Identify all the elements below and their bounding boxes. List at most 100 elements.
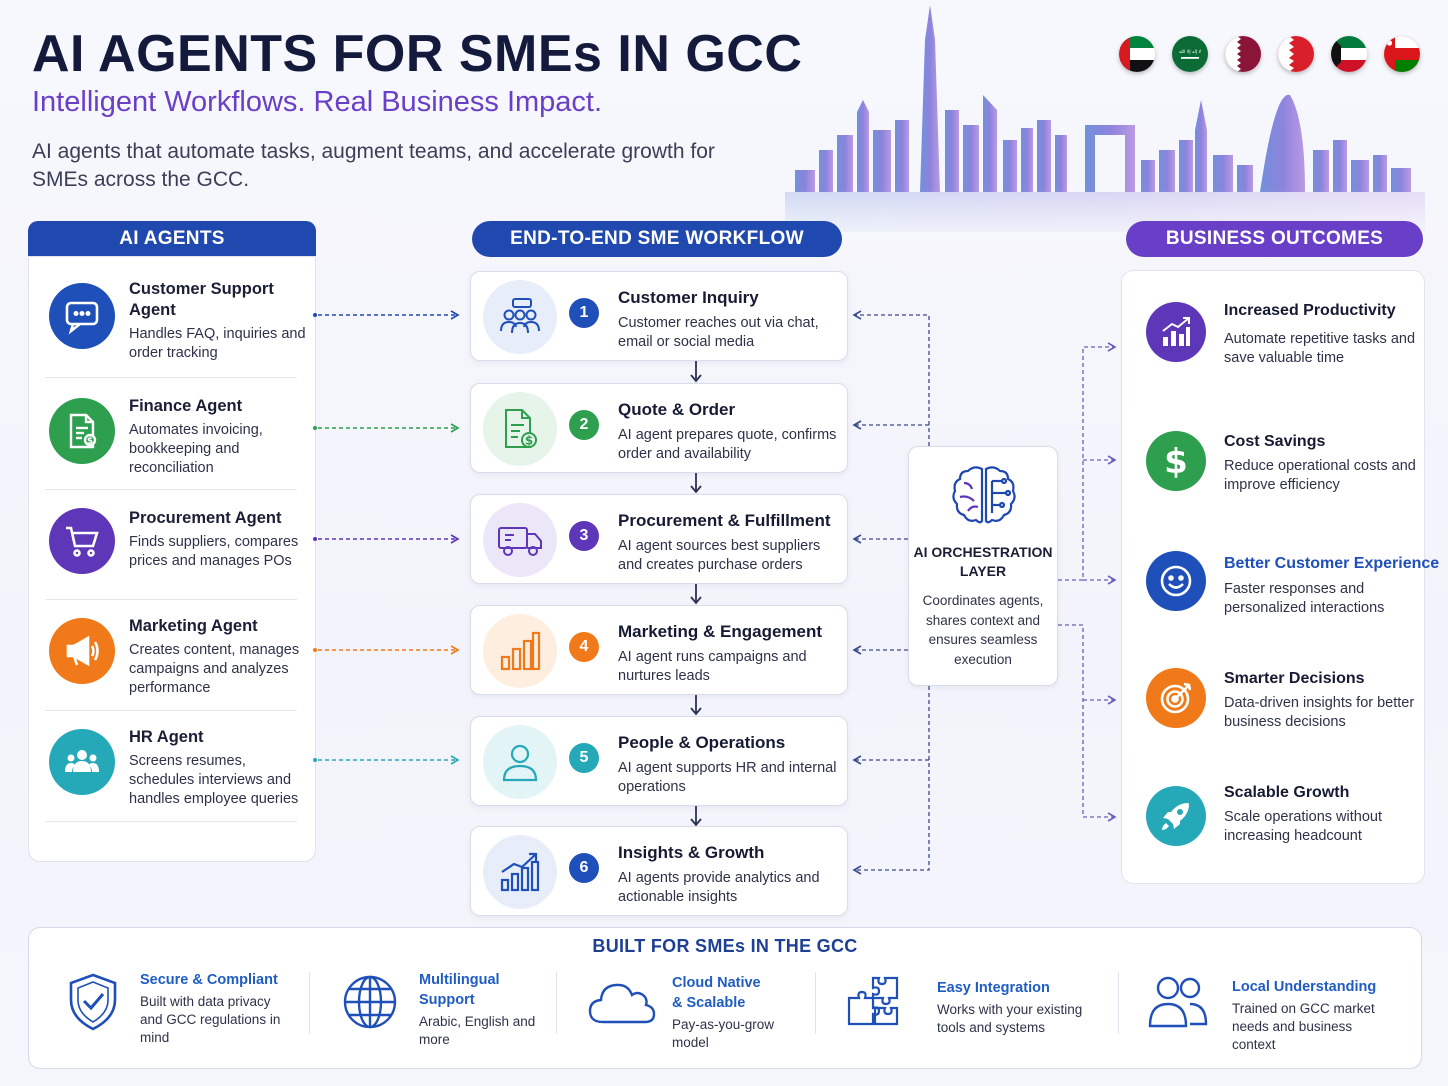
outcome-desc: Data-driven insights for better business… bbox=[1224, 695, 1415, 730]
step-title: Marketing & Engagement bbox=[618, 622, 823, 641]
feature-divider bbox=[556, 972, 557, 1034]
shopping-cart-icon bbox=[49, 508, 115, 574]
workflow-step-quote-order[interactable]: $ 2 Quote & Order AI agent prepares quot… bbox=[470, 383, 848, 473]
step-desc: AI agents provide analytics and actionab… bbox=[618, 870, 820, 905]
saudi-arabia-flag: لا إله إلا الله bbox=[1172, 36, 1208, 72]
step-desc: AI agent prepares quote, confirms order … bbox=[618, 427, 837, 462]
megaphone-icon bbox=[49, 618, 115, 684]
growth-chart-icon bbox=[483, 835, 557, 909]
outcome-cost-savings[interactable]: $ Cost Savings Reduce operational costs … bbox=[1146, 431, 1426, 501]
agent-name: Marketing Agent bbox=[129, 617, 258, 635]
flag-emblem-text: لا إله إلا الله bbox=[1179, 50, 1202, 55]
agent-name: Finance Agent bbox=[129, 397, 243, 415]
svg-text:$: $ bbox=[525, 434, 533, 448]
feature-desc: Built with data privacy and GCC regulati… bbox=[140, 994, 281, 1045]
svg-text:$: $ bbox=[87, 437, 93, 447]
dollar-icon: $ bbox=[1146, 431, 1206, 491]
kuwait-flag bbox=[1331, 36, 1367, 72]
outcome-customer-experience[interactable]: Better Customer Experience Faster respon… bbox=[1146, 551, 1439, 621]
cloud-icon bbox=[588, 983, 656, 1024]
smiley-icon bbox=[1146, 551, 1206, 611]
person-icon bbox=[483, 725, 557, 799]
outcome-title: Scalable Growth bbox=[1224, 784, 1350, 801]
feature-local-understanding[interactable]: Local Understanding Trained on GCC marke… bbox=[1146, 968, 1406, 1058]
step-desc: Customer reaches out via chat, email or … bbox=[618, 315, 819, 350]
svg-text:$: $ bbox=[1164, 443, 1188, 479]
feature-desc: Pay-as-you-grow model bbox=[672, 1017, 775, 1050]
gcc-flags: لا إله إلا الله bbox=[1119, 36, 1420, 72]
feature-secure-compliant[interactable]: Secure & Compliant Built with data priva… bbox=[63, 968, 313, 1058]
agent-hr[interactable]: HR Agent Screens resumes, schedules inte… bbox=[45, 711, 298, 822]
agents-heading: AI AGENTS bbox=[28, 221, 316, 257]
agent-desc: Automates invoicing, bookkeeping and rec… bbox=[129, 422, 263, 476]
feature-easy-integration[interactable]: Easy Integration Works with your existin… bbox=[845, 968, 1115, 1058]
rocket-icon bbox=[1146, 786, 1206, 846]
step-title: Insights & Growth bbox=[618, 843, 765, 862]
agent-name: Customer Support Agent bbox=[129, 280, 274, 319]
orchestration-layer[interactable]: AI ORCHESTRATION LAYER Coordinates agent… bbox=[908, 446, 1058, 686]
invoice-document-icon: $ bbox=[49, 398, 115, 464]
feature-title: Multilingual Support bbox=[419, 972, 500, 1008]
outcome-desc: Scale operations without increasing head… bbox=[1224, 809, 1382, 844]
people-icon bbox=[1148, 976, 1208, 1028]
outcome-smarter-decisions[interactable]: Smarter Decisions Data-driven insights f… bbox=[1146, 668, 1426, 738]
agent-name: HR Agent bbox=[129, 728, 204, 746]
step-desc: AI agent supports HR and internal operat… bbox=[618, 760, 837, 795]
agent-desc: Finds suppliers, compares prices and man… bbox=[129, 534, 299, 569]
step-title: Quote & Order bbox=[618, 400, 736, 419]
feature-cloud-native[interactable]: Cloud Native & Scalable Pay-as-you-grow … bbox=[587, 968, 817, 1058]
team-people-icon bbox=[49, 729, 115, 795]
step-number-badge: 4 bbox=[569, 632, 599, 662]
agent-desc: Handles FAQ, inquiries and order trackin… bbox=[129, 326, 306, 361]
city-skyline-illustration bbox=[785, 5, 1425, 245]
feature-divider bbox=[1118, 972, 1119, 1034]
outcome-title: Cost Savings bbox=[1224, 433, 1326, 450]
page-title: AI AGENTS FOR SMEs IN GCC bbox=[32, 25, 803, 83]
agent-customer-support[interactable]: Customer Support Agent Handles FAQ, inqu… bbox=[45, 257, 306, 378]
globe-icon bbox=[343, 975, 397, 1029]
step-number-badge: 1 bbox=[569, 298, 599, 328]
step-number-badge: 2 bbox=[569, 410, 599, 440]
puzzle-icon bbox=[847, 976, 899, 1026]
feature-desc: Trained on GCC market needs and business… bbox=[1232, 1001, 1375, 1052]
footer-panel: BUILT FOR SMEs IN THE GCC Secure & Compl… bbox=[28, 927, 1422, 1069]
uae-flag bbox=[1119, 36, 1155, 72]
feature-desc: Arabic, English and more bbox=[419, 1014, 536, 1047]
outcomes-heading: BUSINESS OUTCOMES bbox=[1126, 221, 1423, 257]
qatar-flag bbox=[1225, 36, 1261, 72]
agent-marketing[interactable]: Marketing Agent Creates content, manages… bbox=[45, 600, 299, 711]
agent-finance[interactable]: $ Finance Agent Automates invoicing, boo… bbox=[45, 378, 297, 490]
agent-name: Procurement Agent bbox=[129, 509, 282, 527]
step-desc: AI agent runs campaigns and nurtures lea… bbox=[618, 649, 807, 684]
agent-procurement[interactable]: Procurement Agent Finds suppliers, compa… bbox=[45, 490, 298, 600]
workflow-step-people-operations[interactable]: 5 People & Operations AI agent supports … bbox=[470, 716, 848, 806]
page-subtitle: Intelligent Workflows. Real Business Imp… bbox=[32, 86, 603, 118]
shield-check-icon bbox=[69, 973, 117, 1031]
productivity-chart-icon bbox=[1146, 302, 1206, 362]
footer-title: BUILT FOR SMEs IN THE GCC bbox=[592, 936, 858, 956]
outcome-title: Better Customer Experience bbox=[1224, 555, 1440, 572]
feature-desc: Works with your existing tools and syste… bbox=[937, 1002, 1083, 1035]
delivery-truck-icon bbox=[483, 503, 557, 577]
agent-desc: Screens resumes, schedules interviews an… bbox=[129, 753, 299, 807]
target-icon bbox=[1146, 668, 1206, 728]
workflow-heading: END-TO-END SME WORKFLOW bbox=[472, 221, 842, 257]
quote-document-icon: $ bbox=[483, 392, 557, 466]
intro-text: AI agents that automate tasks, augment t… bbox=[32, 140, 715, 191]
workflow-step-customer-inquiry[interactable]: 1 Customer Inquiry Customer reaches out … bbox=[470, 271, 848, 361]
feature-divider bbox=[815, 972, 816, 1034]
workflow-step-marketing-engagement[interactable]: 4 Marketing & Engagement AI agent runs c… bbox=[470, 605, 848, 695]
step-title: Customer Inquiry bbox=[618, 288, 759, 307]
feature-title: Cloud Native & Scalable bbox=[672, 975, 761, 1011]
outcome-scalable-growth[interactable]: Scalable Growth Scale operations without… bbox=[1146, 784, 1426, 856]
feature-title: Easy Integration bbox=[937, 980, 1050, 996]
workflow-step-insights-growth[interactable]: 6 Insights & Growth AI agents provide an… bbox=[470, 826, 848, 916]
bahrain-flag bbox=[1278, 36, 1314, 72]
workflow-step-procurement-fulfillment[interactable]: 3 Procurement & Fulfillment AI agent sou… bbox=[470, 494, 848, 584]
feature-title: Local Understanding bbox=[1232, 979, 1377, 995]
feature-multilingual[interactable]: Multilingual Support Arabic, English and… bbox=[341, 968, 561, 1058]
orchestration-desc: Coordinates agents, shares context and e… bbox=[922, 593, 1044, 667]
step-number-badge: 6 bbox=[569, 853, 599, 883]
outcome-productivity[interactable]: Increased Productivity Automate repetiti… bbox=[1146, 302, 1426, 372]
bar-chart-icon bbox=[483, 614, 557, 688]
